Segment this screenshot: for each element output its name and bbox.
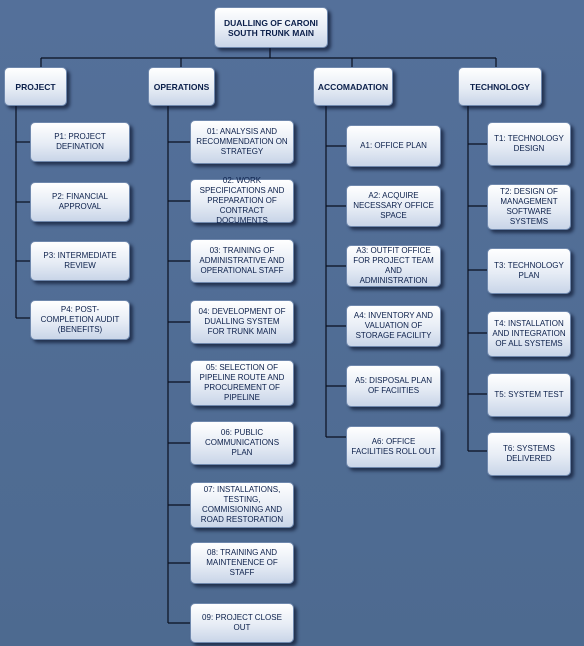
- item-label: P3: INTERMEDIATE REVIEW: [43, 251, 117, 270]
- branch-title: OPERATIONS: [153, 81, 210, 92]
- technology-item-t5: T5: SYSTEM TEST: [487, 373, 571, 417]
- technology-item-t2: T2: DESIGN OF MANAGEMENT SOFTWARE SYSTEM…: [487, 184, 571, 230]
- operations-item-02: 02: WORK SPECIFICATIONS AND PREPARATION …: [190, 176, 294, 225]
- root-node: DUALLING OF CARONI SOUTH TRUNK MAIN: [214, 7, 328, 48]
- accomadation-item-a1: A1: OFFICE PLAN: [346, 125, 441, 167]
- branch-technology: TECHNOLOGY: [458, 67, 542, 106]
- item-label: P1: PROJECT DEFINATION: [54, 132, 106, 151]
- technology-item-t3: T3: TECHNOLOGY PLAN: [487, 248, 571, 294]
- operations-item-05: 05: SELECTION OF PIPELINE ROUTE AND PROC…: [190, 360, 294, 406]
- operations-item-09: 09: PROJECT CLOSE OUT: [190, 603, 294, 643]
- branch-title: PROJECT: [15, 81, 56, 92]
- accomadation-item-a4: A4: INVENTORY AND VALUATION OF STORAGE F…: [346, 305, 441, 347]
- item-label: 09: PROJECT CLOSE OUT: [202, 613, 282, 632]
- item-label: 03: TRAINING OF ADMINISTRATIVE AND OPERA…: [199, 246, 285, 275]
- item-label: A1: OFFICE PLAN: [360, 141, 427, 150]
- item-label: 02: WORK SPECIFICATIONS AND PREPARATION …: [199, 176, 285, 225]
- project-item-p2: P2: FINANCIAL APPROVAL: [30, 182, 130, 222]
- accomadation-item-a3: A3: OUTFIT OFFICE FOR PROJECT TEAM AND A…: [346, 245, 441, 287]
- branch-operations: OPERATIONS: [148, 67, 215, 106]
- item-label: P2: FINANCIAL APPROVAL: [51, 192, 108, 211]
- operations-item-03: 03: TRAINING OF ADMINISTRATIVE AND OPERA…: [190, 239, 294, 283]
- operations-item-01: 01: ANALYSIS AND RECOMMENDATION ON STRAT…: [190, 120, 294, 164]
- item-label: T4: INSTALLATION AND INTEGRATION OF ALL …: [492, 319, 566, 348]
- item-label: 07: INSTALLATIONS, TESTING, COMMISIONING…: [200, 485, 284, 524]
- item-label: 01: ANALYSIS AND RECOMMENDATION ON STRAT…: [196, 127, 288, 156]
- item-label: T6: SYSTEMS DELIVERED: [502, 444, 555, 463]
- item-label: 08: TRAINING AND MAINTENENCE OF STAFF: [206, 548, 278, 577]
- accomadation-item-a2: A2: ACQUIRE NECESSARY OFFICE SPACE: [346, 185, 441, 227]
- item-label: T3: TECHNOLOGY PLAN: [494, 261, 564, 280]
- item-label: T5: SYSTEM TEST: [494, 390, 564, 399]
- root-title: DUALLING OF CARONI SOUTH TRUNK MAIN: [224, 17, 318, 38]
- item-label: A3: OUTFIT OFFICE FOR PROJECT TEAM AND A…: [353, 246, 434, 285]
- project-item-p3: P3: INTERMEDIATE REVIEW: [30, 241, 130, 281]
- item-label: T1: TECHNOLOGY DESIGN: [494, 134, 564, 153]
- project-item-p1: P1: PROJECT DEFINATION: [30, 122, 130, 162]
- operations-item-06: 06: PUBLIC COMMUNICATIONS PLAN: [190, 421, 294, 465]
- operations-item-07: 07: INSTALLATIONS, TESTING, COMMISIONING…: [190, 482, 294, 528]
- technology-item-t1: T1: TECHNOLOGY DESIGN: [487, 122, 571, 166]
- item-label: A2: ACQUIRE NECESSARY OFFICE SPACE: [353, 191, 434, 220]
- technology-item-t6: T6: SYSTEMS DELIVERED: [487, 432, 571, 476]
- branch-project: PROJECT: [4, 67, 67, 106]
- item-label: P4: POST-COMPLETION AUDIT (BENEFITS): [40, 305, 120, 334]
- item-label: A4: INVENTORY AND VALUATION OF STORAGE F…: [353, 311, 434, 340]
- item-label: A5: DISPOSAL PLAN OF FACIITIES: [354, 376, 433, 395]
- item-label: 06: PUBLIC COMMUNICATIONS PLAN: [204, 428, 280, 457]
- operations-item-04: 04: DEVELOPMENT OF DUALLING SYSTEM FOR T…: [190, 300, 294, 344]
- item-label: 04: DEVELOPMENT OF DUALLING SYSTEM FOR T…: [198, 307, 286, 336]
- branch-accomadation: ACCOMADATION: [313, 67, 393, 106]
- branch-title: TECHNOLOGY: [470, 81, 530, 92]
- item-label: 05: SELECTION OF PIPELINE ROUTE AND PROC…: [199, 363, 285, 402]
- operations-item-08: 08: TRAINING AND MAINTENENCE OF STAFF: [190, 542, 294, 584]
- accomadation-item-a6: A6: OFFICE FACILITIES ROLL OUT: [346, 426, 441, 468]
- item-label: A6: OFFICE FACILITIES ROLL OUT: [351, 437, 436, 456]
- branch-title: ACCOMADATION: [317, 81, 389, 92]
- accomadation-item-a5: A5: DISPOSAL PLAN OF FACIITIES: [346, 365, 441, 407]
- item-label: T2: DESIGN OF MANAGEMENT SOFTWARE SYSTEM…: [500, 187, 558, 226]
- technology-item-t4: T4: INSTALLATION AND INTEGRATION OF ALL …: [487, 311, 571, 357]
- project-item-p4: P4: POST-COMPLETION AUDIT (BENEFITS): [30, 300, 130, 340]
